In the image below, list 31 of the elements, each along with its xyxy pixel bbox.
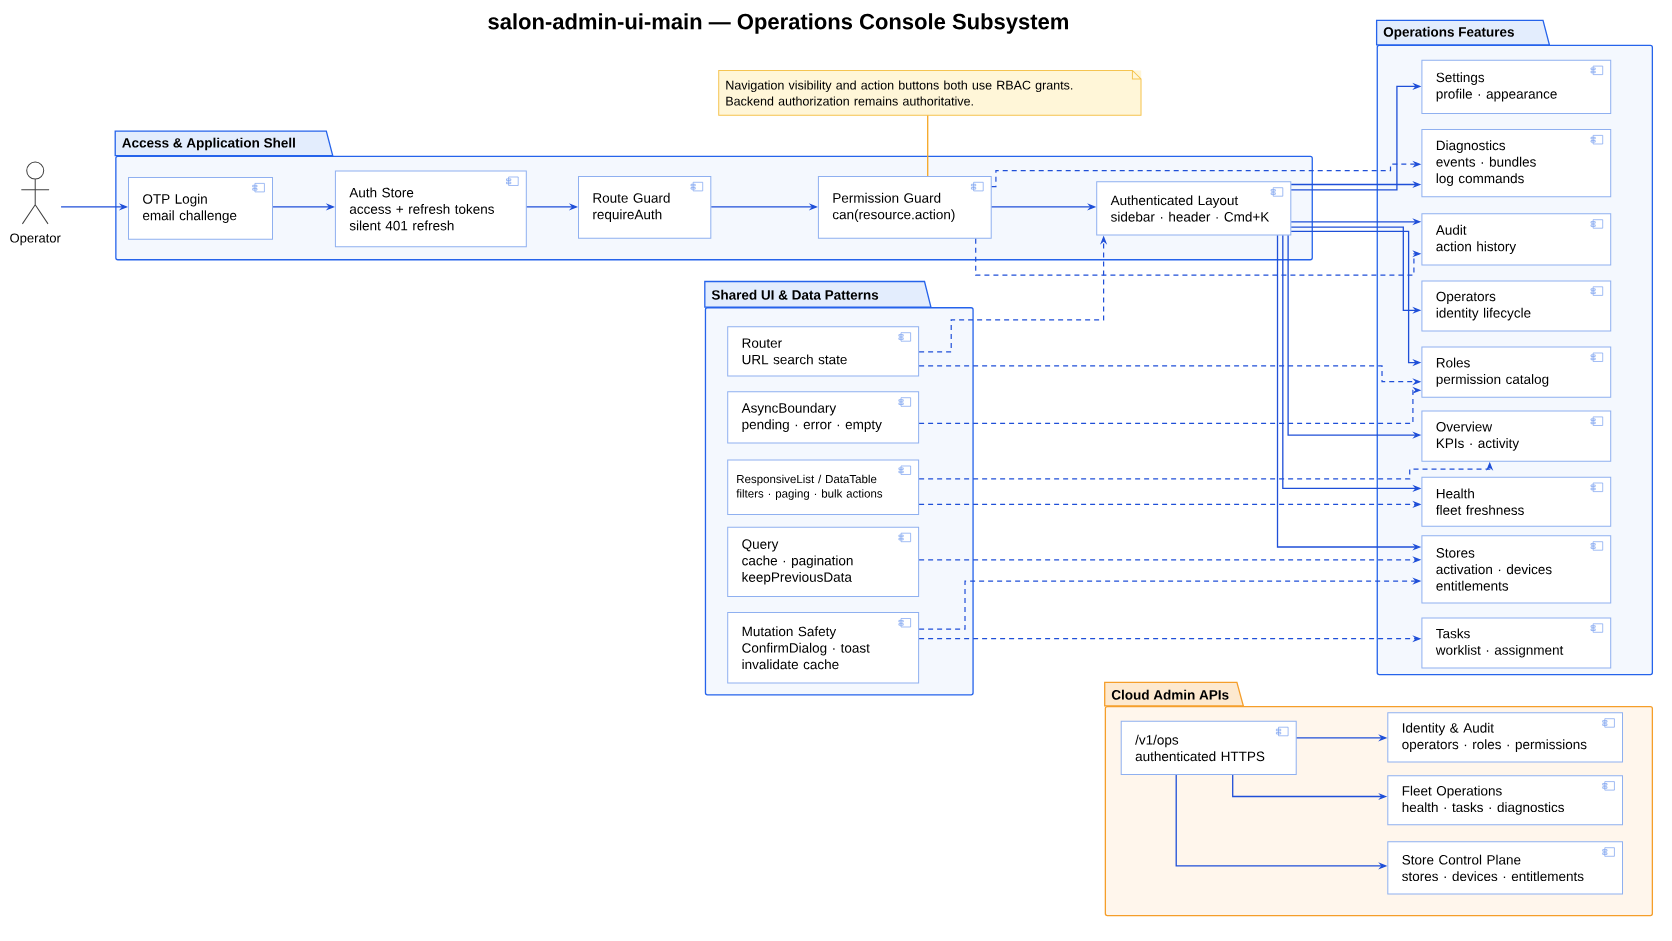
component-box: Health fleet freshness [1421, 476, 1612, 527]
note: Navigation visibility and action buttons both use RBAC grants. Backend authorization remains authoritative. [718, 69, 1142, 116]
component-box: Settings profile · appearance [1421, 59, 1612, 114]
component-box: Store Control Plane stores · devices · entitlements [1387, 841, 1623, 895]
node-label: Cloud Admin APIs [1111, 689, 1229, 700]
component-box: AsyncBoundary pending · error · empty [727, 391, 920, 444]
component-box: Auth Store access + refresh tokens silent 401 refresh [334, 170, 527, 248]
component-box: OTP Login email challenge [128, 177, 273, 240]
component-box: Audit action history [1421, 213, 1612, 266]
component-box: Fleet Operations health · tasks · diagnostics [1387, 775, 1623, 826]
component-box: Mutation Safety ConfirmDialog · toast invalidate cache [727, 612, 920, 684]
node-label: Operations Features [1383, 26, 1514, 40]
component-box: Route Guard requireAuth [578, 176, 712, 239]
node-label: Shared UI & Data Patterns [711, 289, 879, 300]
component-box: Authenticated Layout sidebar · header · Cmd+K [1096, 181, 1292, 236]
component-box: Query cache · pagination keepPreviousData [727, 526, 920, 598]
title: salon-admin-ui-main — Operations Console Subsystem [488, 13, 1068, 34]
component-box: /v1/ops authenticated HTTPS [1120, 720, 1297, 776]
component-box: Diagnostics events · bundles log commands [1421, 129, 1612, 198]
component-box: Overview KPIs · activity [1421, 410, 1612, 462]
component-box: Tasks worklist · assignment [1421, 617, 1612, 669]
component-box: Identity & Audit operators · roles · permissions [1387, 712, 1623, 763]
connector [927, 114, 929, 177]
actor-figure: Operator [10, 161, 61, 246]
node-label: Access & Application Shell [122, 137, 295, 151]
component-box: Roles permission catalog [1421, 346, 1612, 398]
component-box: Router URL search state [727, 326, 920, 377]
component-box: Permission Guard can(resource.action) [817, 176, 992, 239]
component-box: ResponsiveList / DataTable filters · paging · bulk actions [727, 459, 920, 515]
component-box: Stores activation · devices entitlements [1421, 535, 1612, 604]
component-box: Operators identity lifecycle [1421, 280, 1612, 332]
